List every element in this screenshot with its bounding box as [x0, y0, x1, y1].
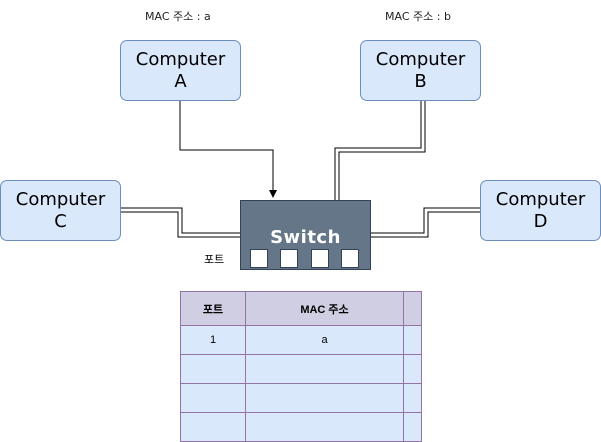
table-row [180, 412, 422, 442]
cell-mac [245, 412, 404, 442]
computer-a: Computer A [120, 40, 241, 101]
switch-label: Switch [270, 227, 341, 248]
computer-a-id: A [174, 70, 187, 92]
computer-d: Computer D [480, 180, 601, 241]
switch-port-3 [311, 249, 329, 268]
link-a-switch [179, 101, 277, 198]
computer-c-label: Computer [15, 188, 106, 210]
computer-b: Computer B [360, 40, 481, 101]
mac-label-a: MAC 주소 : a [145, 10, 211, 23]
cell-port [180, 383, 246, 413]
link-c-switch [121, 207, 240, 238]
cell-mac: a [245, 325, 404, 355]
table-row [180, 383, 422, 413]
header-extra [403, 291, 422, 326]
table-header-row: 포트 MAC 주소 [180, 291, 422, 326]
computer-c-id: C [54, 210, 67, 232]
computer-b-label: Computer [375, 48, 466, 70]
computer-c: Computer C [0, 180, 121, 241]
switch-port-4 [341, 249, 359, 268]
table-row [180, 354, 422, 384]
link-d-switch [371, 207, 481, 238]
cell-extra [403, 354, 422, 384]
network-switch: Switch [240, 200, 371, 270]
mac-label-b: MAC 주소 : b [385, 10, 451, 23]
computer-d-id: D [533, 210, 548, 232]
computer-d-label: Computer [495, 188, 586, 210]
cell-extra [403, 383, 422, 413]
mac-address-table: 포트 MAC 주소 1 a [180, 291, 422, 442]
table-row: 1 a [180, 325, 422, 355]
switch-port-2 [280, 249, 298, 268]
cell-port [180, 354, 246, 384]
cell-port: 1 [180, 325, 246, 355]
cell-extra [403, 325, 422, 355]
cell-mac [245, 354, 404, 384]
port-caption: 포트 [204, 253, 225, 266]
link-b-switch [334, 101, 426, 200]
header-mac-address: MAC 주소 [245, 291, 404, 326]
cell-port [180, 412, 246, 442]
computer-b-id: B [414, 70, 427, 92]
switch-port-1 [250, 249, 268, 268]
computer-a-label: Computer [135, 48, 226, 70]
header-port: 포트 [180, 291, 246, 326]
cell-mac [245, 383, 404, 413]
cell-extra [403, 412, 422, 442]
